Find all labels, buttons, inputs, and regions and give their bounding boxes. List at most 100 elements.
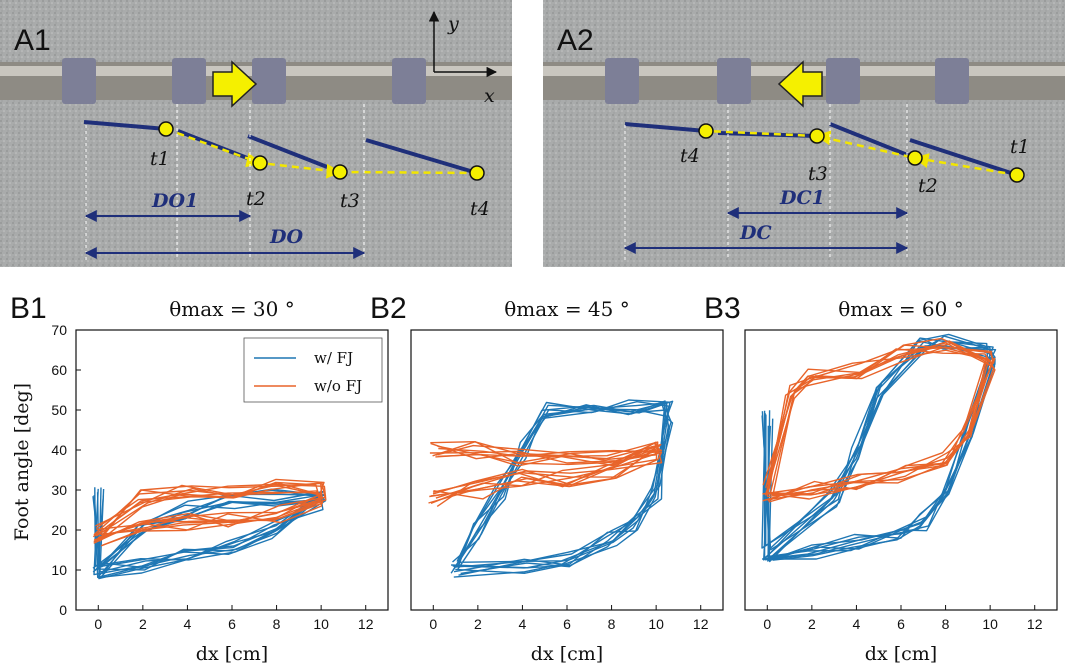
label-t2: t2: [918, 175, 938, 197]
foot-trajectory: [705, 129, 1018, 177]
retract-arrow-icon: [777, 60, 823, 108]
label-do: DO: [269, 226, 303, 248]
axis-y-label: y: [447, 13, 459, 35]
robot-block: [605, 58, 639, 104]
x-tick-label: 0: [429, 616, 437, 632]
y-tick-label: 10: [51, 562, 67, 578]
x-tick-label: 4: [853, 616, 861, 632]
label-dc: DC: [739, 222, 772, 244]
trace-series-0: [453, 404, 672, 578]
trace-series-1: [95, 491, 323, 535]
trace-series-1: [762, 342, 996, 502]
trace-series-1: [430, 445, 663, 504]
robot-leg-lines: [83, 120, 478, 175]
marker-t1: [158, 121, 174, 137]
marker-t3: [809, 128, 825, 144]
label-t1: t1: [150, 148, 170, 170]
x-tick-label: 4: [184, 616, 192, 632]
panel-label-b2: B2: [370, 292, 407, 325]
x-tick-label: 12: [1027, 616, 1043, 632]
chart-b2: 0 2 4 6 8 10 12 B2 θmax = 45 ° dx [cm]: [370, 292, 724, 665]
foot-trajectory: [165, 127, 478, 179]
legend-entry: w/o FJ: [314, 377, 362, 395]
photo-panel-a2: t4 t3 t2 t1 DC1 DC A2: [543, 0, 1065, 267]
photo-panel-a1: y x t1 t2 t3 t4 DO1 DO A1: [0, 0, 512, 267]
x-tick-label: 6: [228, 616, 236, 632]
trace-series-1: [93, 483, 327, 544]
x-tick-label: 10: [313, 616, 329, 632]
y-tick-label: 20: [51, 522, 67, 538]
chart-title: θmax = 45 °: [504, 297, 630, 321]
x-tick-label: 10: [648, 616, 664, 632]
x-axis-label: dx [cm]: [865, 643, 937, 665]
panel-label-a2: A2: [557, 24, 594, 57]
x-tick-label: 0: [763, 616, 771, 632]
chart-title: θmax = 60 °: [838, 297, 964, 321]
legend-entry: w/ FJ: [314, 349, 353, 367]
x-tick-label: 10: [982, 616, 998, 632]
y-tick-label: 30: [51, 482, 67, 498]
trace-series-0: [458, 408, 674, 575]
trace-series-0: [94, 487, 327, 570]
y-axis-label: Foot angle [deg]: [11, 383, 33, 541]
x-axis-label: dx [cm]: [531, 643, 603, 665]
x-tick-label: 2: [474, 616, 482, 632]
x-tick-label: 2: [139, 616, 147, 632]
axis-x-label: x: [484, 85, 495, 107]
x-tick-label: 4: [519, 616, 527, 632]
label-t4: t4: [680, 145, 700, 167]
x-axis-label: dx [cm]: [196, 643, 268, 665]
trace-series-1: [768, 348, 996, 503]
trace-series-1: [762, 340, 988, 500]
marker-t2: [907, 150, 923, 166]
trace-series-1: [764, 342, 993, 502]
label-t3: t3: [340, 190, 360, 212]
y-tick-label: 40: [51, 442, 67, 458]
robot-block: [717, 58, 751, 104]
push-arrow-icon: [212, 60, 258, 108]
trace-series-1: [95, 481, 322, 547]
panel-label-b1: B1: [10, 292, 47, 325]
chart-title: θmax = 30 °: [169, 297, 295, 321]
robot-block: [392, 58, 426, 104]
label-t4: t4: [470, 198, 490, 220]
x-tick-label: 6: [563, 616, 571, 632]
trace-series-1: [429, 443, 662, 498]
y-tick-label: 60: [51, 362, 67, 378]
x-tick-label: 8: [273, 616, 281, 632]
trace-series-0: [761, 339, 994, 560]
x-tick-label: 12: [358, 616, 374, 632]
x-tick-label: 8: [608, 616, 616, 632]
trace-series-1: [95, 484, 321, 536]
x-tick-label: 12: [693, 616, 709, 632]
x-tick-label: 2: [808, 616, 816, 632]
x-tick-label: 8: [942, 616, 950, 632]
legend: [243, 337, 383, 403]
label-t3: t3: [808, 163, 828, 185]
marker-t4: [698, 123, 714, 139]
trace-series-1: [93, 481, 326, 543]
marker-t2: [252, 155, 268, 171]
label-dc1: DC1: [779, 187, 825, 209]
trace-series-1: [765, 349, 992, 501]
marker-t1: [1009, 167, 1025, 183]
label-do1: DO1: [151, 190, 198, 212]
label-t2: t2: [246, 188, 266, 210]
x-tick-label: 0: [94, 616, 102, 632]
y-tick-label: 50: [51, 402, 67, 418]
trace-series-0: [767, 341, 994, 561]
panel-label-a1: A1: [14, 24, 51, 57]
x-tick-label: 6: [897, 616, 905, 632]
y-tick-label: 0: [59, 602, 67, 618]
robot-block: [935, 58, 969, 104]
marker-t4: [469, 165, 485, 181]
marker-t3: [332, 164, 348, 180]
robot-block: [62, 58, 96, 104]
robot-block: [252, 58, 286, 104]
label-t1: t1: [1010, 136, 1030, 158]
robot-block: [172, 58, 206, 104]
